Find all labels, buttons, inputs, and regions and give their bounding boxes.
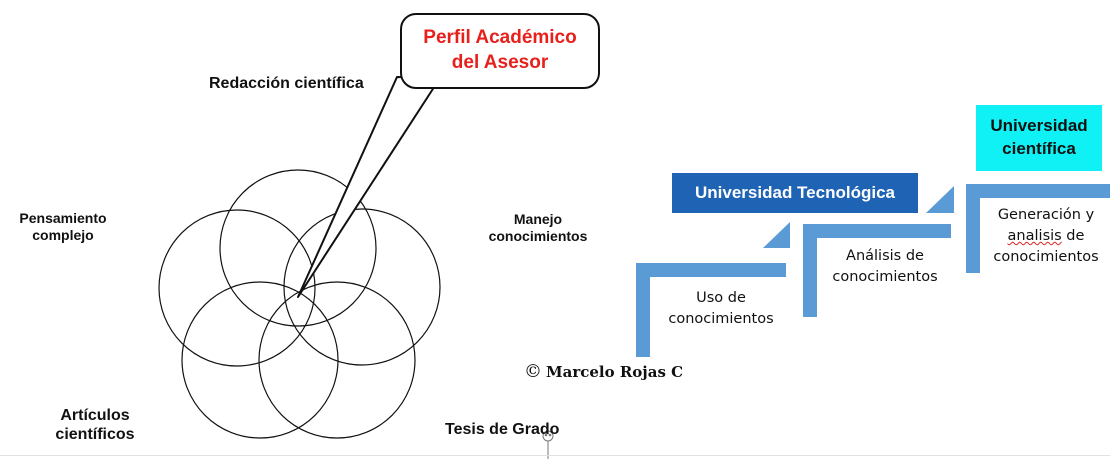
step-3-riser — [966, 184, 980, 273]
callout-line-2: del Asesor — [451, 52, 549, 73]
label-articulos: Artículos científicos — [40, 406, 150, 444]
step-uso-line-1: Uso de — [696, 290, 746, 306]
step-1-tread — [636, 263, 786, 277]
venn-circle-left — [158, 209, 316, 367]
step-generacion-line-3: conocimientos — [993, 249, 1099, 266]
step-2-tread — [803, 224, 951, 238]
copyright-symbol: © — [524, 361, 542, 382]
box-cientifica-line-1: Universidad — [990, 116, 1088, 136]
box-universidad-cientifica: Universidad científica — [976, 105, 1102, 171]
callout-perfil-academico: Perfil Académico del Asesor — [400, 13, 600, 89]
box-cientifica-line-2: científica — [1002, 139, 1076, 158]
label-manejo-line-1: Manejo — [513, 211, 563, 227]
callout-pointer — [297, 76, 441, 298]
label-manejo: Manejo conocimientos — [476, 211, 600, 245]
label-tesis: Tesis de Grado — [445, 421, 560, 438]
box-universidad-tecnologica: Universidad Tecnológica — [672, 173, 918, 213]
label-manejo-line-2: conocimientos — [488, 227, 588, 244]
label-pensamiento: Pensamiento complejo — [8, 210, 118, 244]
step-generacion-line-2: analisis de — [983, 226, 1109, 247]
venn-circle-top — [219, 169, 377, 327]
label-pensamiento-line-1: Pensamiento — [19, 210, 107, 226]
step-3-tread — [966, 184, 1110, 198]
bottom-divider — [0, 455, 1110, 456]
label-articulos-line-2: científicos — [55, 426, 135, 444]
copyright-text: Marcelo Rojas C — [546, 363, 684, 381]
copyright-notice: ©Marcelo Rojas C — [524, 361, 683, 382]
label-pensamiento-line-2: complejo — [32, 226, 94, 243]
step-2-riser — [803, 224, 817, 317]
step-uso-line-2: conocimientos — [668, 311, 774, 328]
step-generacion-misspelled-word: analisis — [1007, 228, 1062, 245]
stick-figure-icon — [542, 430, 554, 459]
venn-circle-bottom-right — [258, 281, 416, 439]
venn-circle-bottom-left — [181, 281, 339, 439]
step-text-analisis: Análisis de conocimientos — [818, 246, 952, 288]
step-generacion-line-1: Generación y — [997, 207, 1095, 223]
step-analisis-line-2: conocimientos — [832, 269, 938, 286]
step-2-ramp — [926, 186, 954, 213]
step-analisis-line-1: Análisis de — [846, 248, 924, 264]
step-1-ramp — [763, 222, 790, 248]
step-text-uso: Uso de conocimientos — [654, 288, 788, 330]
step-text-generacion: Generación y analisis de conocimientos — [983, 205, 1109, 268]
label-redaccion: Redacción científica — [209, 75, 364, 92]
label-articulos-line-1: Artículos — [60, 407, 130, 424]
venn-circle-right — [283, 208, 441, 366]
step-generacion-de: de — [1061, 228, 1085, 245]
step-1-riser — [636, 263, 650, 357]
callout-line-1: Perfil Académico — [423, 27, 577, 49]
